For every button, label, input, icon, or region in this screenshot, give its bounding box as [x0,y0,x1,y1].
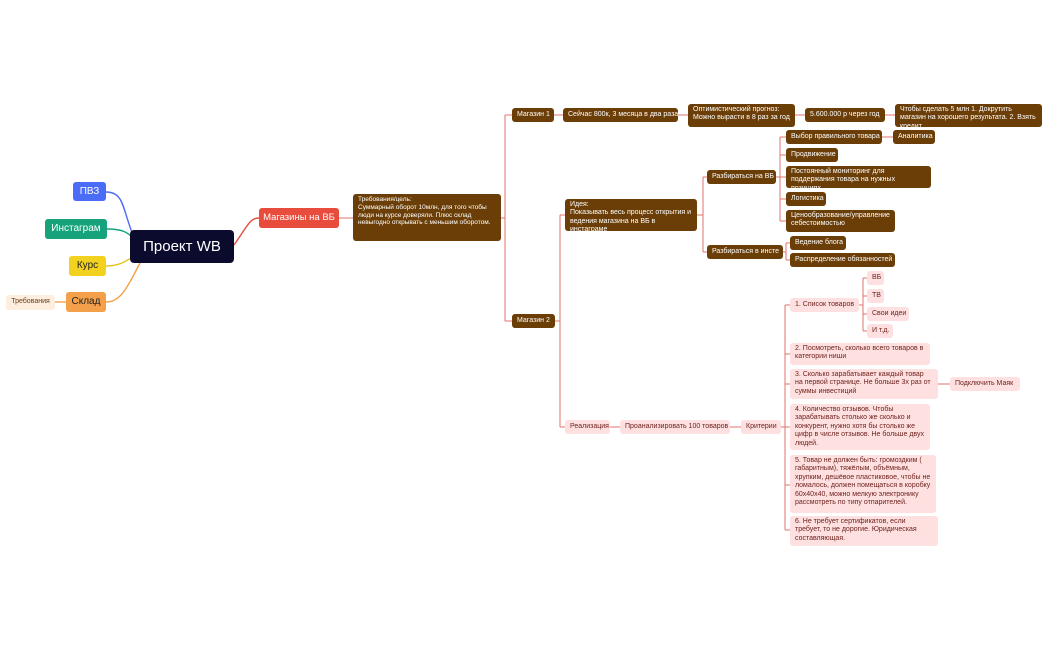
node-m2-wb[interactable]: Разбираться на ВБ [707,170,776,184]
node-c1-wb[interactable]: ВБ [867,271,884,285]
node-m2-insta[interactable]: Разбираться в инсте [707,245,783,259]
node-c1[interactable]: 1. Список товаров [790,298,859,312]
node-sklad[interactable]: Склад [66,292,106,312]
node-c3[interactable]: 3. Сколько зарабатывает каждый товар на … [790,369,938,399]
node-wb-pricing[interactable]: Ценообразование/управление себестоимость… [786,210,895,232]
root-node[interactable]: Проект WB [130,230,234,263]
node-c1-ideas[interactable]: Свои идеи [867,307,909,321]
node-pvz[interactable]: ПВЗ [73,182,106,201]
node-insta-blog[interactable]: Ведение блога [790,236,846,250]
node-c2[interactable]: 2. Посмотреть, сколько всего товаров в к… [790,343,930,365]
node-c1-etc[interactable]: И т.д. [867,324,893,338]
node-m1-plan[interactable]: Чтобы сделать 5 млн 1. Докрутить магазин… [895,104,1042,130]
node-c1-tv[interactable]: ТВ [867,289,884,303]
node-realization[interactable]: Реализация [565,420,610,434]
node-mayak[interactable]: Подключить Маяк [950,377,1020,391]
node-kurs[interactable]: Курс [69,256,106,276]
node-wb-logistics[interactable]: Логистика [786,192,826,206]
node-instagram[interactable]: Инстаграм [45,219,107,239]
node-analyze-100[interactable]: Проанализировать 100 товаров [620,420,730,434]
node-magaziny-vb[interactable]: Магазины на ВБ [259,208,339,228]
node-m1-year[interactable]: 5.600.000 р через год [805,108,885,122]
node-m2-idea[interactable]: Идея: Показывать весь процесс открытия и… [565,199,697,233]
node-wb-monitoring[interactable]: Постоянный мониторинг для поддержания то… [786,166,931,192]
node-magazin-1[interactable]: Магазин 1 [512,108,554,122]
node-c4[interactable]: 4. Количество отзывов. Чтобы зарабатыват… [790,404,930,450]
node-m1-now[interactable]: Сейчас 800к, 3 месяца в два раза [563,108,678,122]
node-m1-forecast[interactable]: Оптимистический прогноз: Можно вырасти в… [688,104,795,127]
node-wb-choice[interactable]: Выбор правильного товара [786,130,882,144]
node-magazin-2[interactable]: Магазин 2 [512,314,555,328]
node-wb-analytics[interactable]: Аналитика [893,130,935,144]
link-root-branch [233,217,260,246]
link-root-sklad [105,262,141,303]
node-c6[interactable]: 6. Не требует сертификатов, если требует… [790,516,938,546]
node-c5[interactable]: 5. Товар не должен быть: громоздким ( га… [790,455,936,513]
node-wb-promo[interactable]: Продвижение [786,148,838,162]
node-goal[interactable]: Требования/цель: Суммарный оборот 10млн,… [353,194,501,241]
node-trebovaniya[interactable]: Требования [6,295,55,310]
node-insta-duties[interactable]: Распределение обязанностей [790,253,895,267]
node-criteria[interactable]: Критерии [741,420,781,434]
